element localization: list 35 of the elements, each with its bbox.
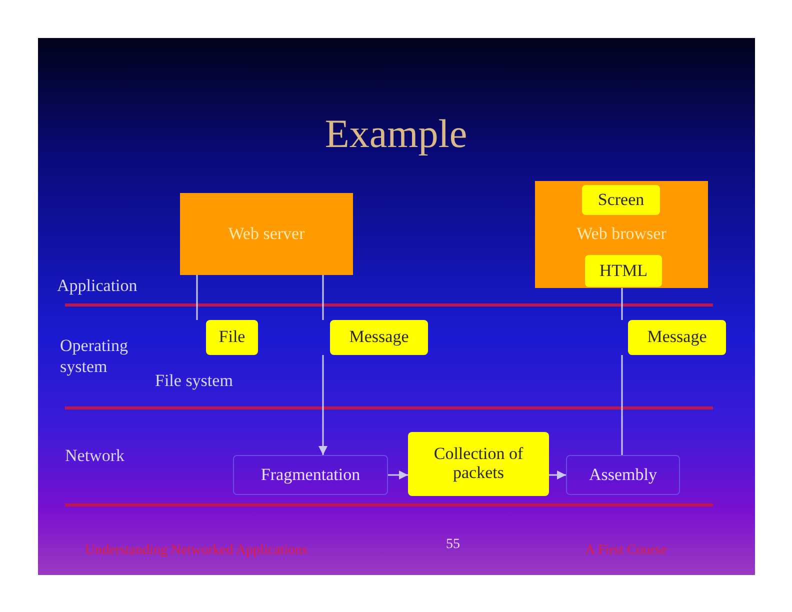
node-text: Screen <box>598 190 644 210</box>
slide-title: Example <box>324 110 468 157</box>
layer-label: Network <box>65 445 126 466</box>
footer-text: A First Course <box>585 542 668 560</box>
layer-label: Operating system <box>60 335 129 378</box>
highlight-box <box>628 320 726 355</box>
connector-line <box>196 275 198 320</box>
node-text: Assembly <box>589 466 657 484</box>
connector-line <box>621 355 623 455</box>
layer-label: File system <box>155 370 234 392</box>
node-text: Web browser <box>576 225 666 244</box>
node-text: File <box>218 328 246 347</box>
node-text: Collection of packets <box>432 445 524 483</box>
node-text: Web server <box>228 224 305 244</box>
arrow <box>388 470 408 480</box>
highlight-box <box>206 320 258 355</box>
connector-line <box>621 287 623 320</box>
connector-line <box>322 275 324 320</box>
arrow <box>318 355 328 455</box>
layer-label: Application <box>57 275 138 296</box>
process-box <box>233 455 388 495</box>
node-text: Message <box>349 328 409 347</box>
process-box <box>535 181 708 288</box>
process-box <box>566 455 680 495</box>
footer-text: Understanding Networked Applications <box>85 542 308 560</box>
highlight-box <box>408 432 549 496</box>
arrow <box>549 470 566 480</box>
node-text: Message <box>647 328 707 347</box>
footer-text: 55 <box>445 536 461 554</box>
highlight-box <box>585 255 662 287</box>
node-text: HTML <box>599 262 648 280</box>
highlight-box <box>330 320 428 355</box>
highlight-box <box>582 185 660 215</box>
node-text: Fragmentation <box>260 466 360 484</box>
process-box <box>180 193 353 275</box>
